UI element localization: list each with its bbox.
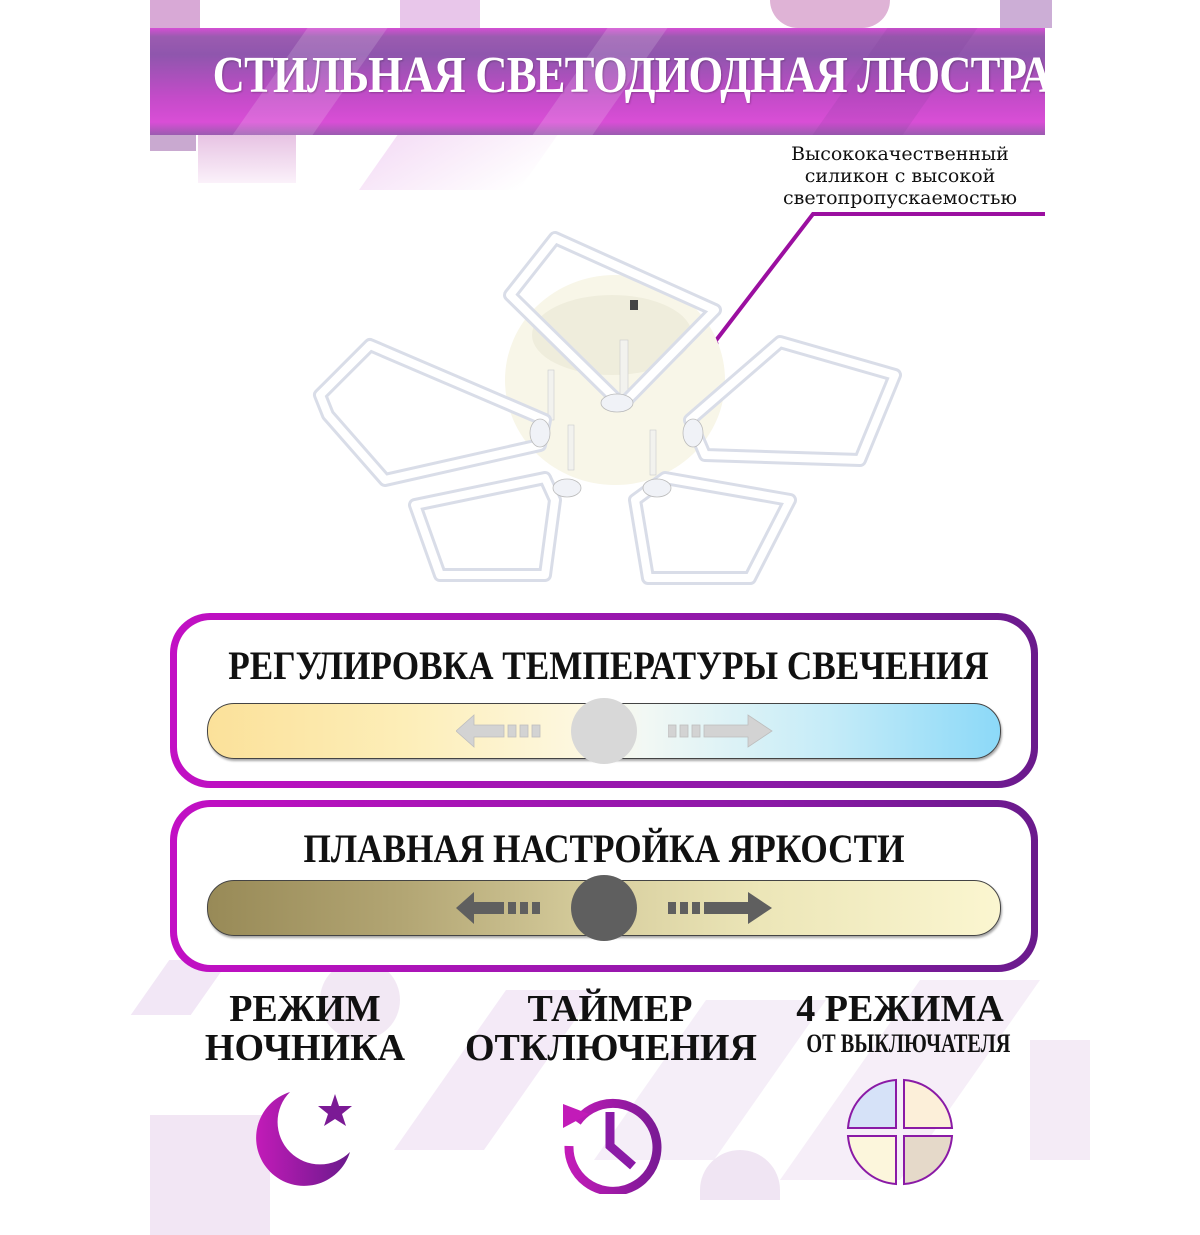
feature-label: НОЧНИКА — [204, 1027, 406, 1069]
callout-line: Высококачественный — [791, 143, 1009, 165]
timer-icon — [563, 1098, 662, 1196]
four-modes-icon — [846, 1078, 954, 1186]
slider-knob[interactable] — [571, 698, 637, 764]
brightness-panel: ПЛАВНАЯ НАСТРОЙКА ЯРКОСТИ — [170, 800, 1038, 972]
feature-timer: ТАЙМЕР ОТКЛЮЧЕНИЯ — [465, 988, 757, 1199]
feature-four-modes: 4 РЕЖИМА ОТ ВЫКЛЮЧАТЕЛЯ — [780, 990, 1020, 1193]
arrow-right-icon — [668, 714, 773, 748]
brightness-slider[interactable] — [207, 875, 1001, 941]
feature-label: РЕЖИМ — [229, 988, 381, 1030]
header-banner: СТИЛЬНАЯ СВЕТОДИОДНАЯ ЛЮСТРА — [150, 28, 1045, 135]
color-temperature-panel: РЕГУЛИРОВКА ТЕМПЕРАТУРЫ СВЕЧЕНИЯ — [170, 613, 1038, 788]
feature-label: ТАЙМЕР — [527, 988, 693, 1030]
feature-label: 4 РЕЖИМА — [796, 988, 1004, 1030]
arrow-right-icon — [668, 892, 772, 924]
callout-leader-line — [712, 212, 1045, 345]
feature-night-mode: РЕЖИМ НОЧНИКА — [195, 990, 415, 1199]
arrow-left-icon — [456, 714, 541, 748]
feature-label: ОТ ВЫКЛЮЧАТЕЛЯ — [806, 1029, 1011, 1058]
arrow-left-icon — [456, 892, 540, 924]
panel-title: ПЛАВНАЯ НАСТРОЙКА ЯРКОСТИ — [303, 826, 905, 871]
slider-knob[interactable] — [571, 875, 637, 941]
page-title: СТИЛЬНАЯ СВЕТОДИОДНАЯ ЛЮСТРА — [212, 47, 1045, 104]
feature-callout: Высококачественный силикон с высокой све… — [750, 143, 1050, 209]
feature-label: ОТКЛЮЧЕНИЯ — [465, 1027, 757, 1069]
color-temperature-slider[interactable] — [207, 698, 1001, 764]
callout-line: силикон с высокой — [804, 165, 996, 187]
chandelier-image — [313, 212, 1045, 585]
callout-line: светопропускаемостью — [783, 187, 1017, 209]
panel-title: РЕГУЛИРОВКА ТЕМПЕРАТУРЫ СВЕЧЕНИЯ — [228, 643, 989, 688]
moon-star-icon — [256, 1092, 352, 1186]
